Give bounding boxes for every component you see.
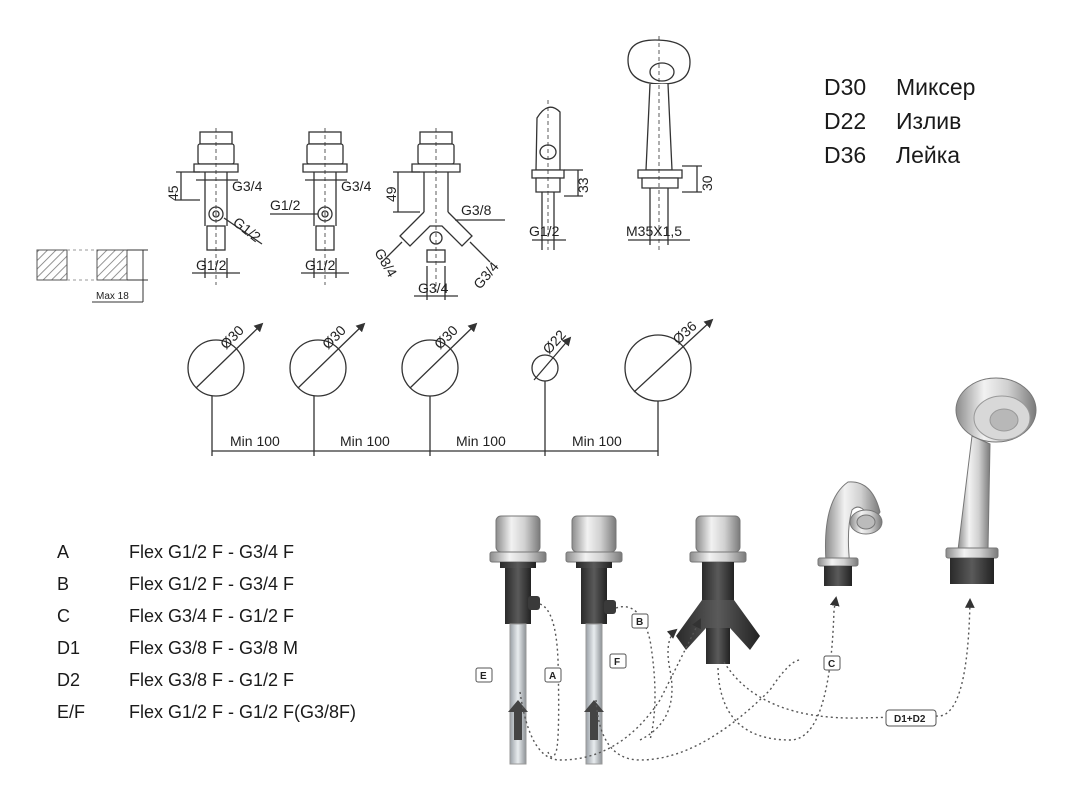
hose-code: D1	[57, 638, 81, 658]
tag-c: C	[828, 659, 835, 670]
hose-legend: A Flex G1/2 F - G3/4 F B Flex G1/2 F - G3/…	[57, 536, 356, 728]
valve-2-g34: G3/4	[341, 178, 372, 194]
flow-tags: E A F B C D1+D2	[475, 613, 937, 727]
valve-1-h45: 45	[165, 185, 181, 201]
hose-row: D2 Flex G3/8 F - G1/2 F	[57, 664, 356, 696]
component-shower-photo	[945, 377, 1037, 584]
mixer-g38: G3/8	[461, 202, 492, 218]
hose-code: B	[57, 574, 70, 594]
mixer-valve-drawing	[381, 128, 505, 300]
valve-1-g12-bottom: G1/2	[196, 257, 227, 273]
component-spout-photo	[817, 481, 883, 586]
shower-h30: 30	[699, 175, 715, 191]
hole-1-d30: Ø30	[217, 322, 247, 352]
min100-2: Min 100	[340, 433, 390, 449]
hole-5-d36: Ø36	[669, 317, 700, 347]
deck-section: Max 18	[36, 249, 148, 303]
valve-1-g12-side: G1/2	[230, 214, 264, 245]
hose-desc: Flex G3/4 F - G1/2 F	[129, 606, 295, 626]
mixer-g34-right: G3/4	[470, 258, 502, 292]
flow-c	[717, 596, 840, 741]
flow-b2	[639, 628, 678, 741]
legend-name: Миксер	[896, 74, 976, 100]
hole-3-d30: Ø30	[431, 322, 461, 352]
mixer-g34-bottom: G3/4	[418, 280, 449, 296]
flow-a	[539, 603, 560, 758]
tag-a: A	[549, 671, 556, 682]
hose-row: D1 Flex G3/8 F - G3/8 M	[57, 632, 356, 664]
max18-label: Max 18	[96, 291, 129, 302]
component-legend: D30 Миксер D22 Излив D36 Лейка	[824, 70, 975, 172]
hose-code: E/F	[57, 702, 86, 722]
valve-1-drawing	[176, 128, 263, 285]
component-valve-1-photo	[489, 515, 547, 765]
flow-d1d2	[723, 598, 975, 719]
flow-b	[615, 606, 656, 741]
min100-4: Min 100	[572, 433, 622, 449]
legend-row: D22 Излив	[824, 104, 975, 138]
min100-3: Min 100	[456, 433, 506, 449]
flow-lines	[519, 596, 975, 761]
legend-name: Излив	[896, 108, 962, 134]
spout-h33: 33	[575, 177, 591, 193]
component-valve-2-photo	[565, 515, 623, 765]
hose-desc: Flex G1/2 F - G1/2 F(G3/8F)	[129, 702, 357, 722]
tag-d1d2: D1+D2	[894, 714, 926, 725]
hose-desc: Flex G1/2 F - G3/4 F	[129, 542, 295, 562]
valve-2-g12-side: G1/2	[270, 197, 301, 213]
hose-row: C Flex G3/4 F - G1/2 F	[57, 600, 356, 632]
valve-2-drawing	[270, 128, 349, 285]
shower-m35: M35X1,5	[626, 223, 682, 239]
shower-drawing	[627, 36, 702, 250]
spout-g12: G1/2	[529, 223, 560, 239]
valve-2-g12-bottom: G1/2	[305, 257, 336, 273]
mixer-h49: 49	[383, 186, 399, 202]
valve-1-g34: G3/4	[232, 178, 263, 194]
hose-row: E/F Flex G1/2 F - G1/2 F(G3/8F)	[57, 696, 356, 728]
component-mixer-photo	[676, 515, 760, 664]
hose-row: A Flex G1/2 F - G3/4 F	[57, 536, 356, 568]
legend-row: D30 Миксер	[824, 70, 975, 104]
tag-e: E	[480, 671, 487, 682]
flow-f	[595, 659, 801, 761]
tag-b: B	[636, 617, 643, 628]
spout-drawing	[531, 100, 583, 250]
hose-row: B Flex G1/2 F - G3/4 F	[57, 568, 356, 600]
hose-code: A	[57, 542, 70, 562]
hose-desc: Flex G3/8 F - G3/8 M	[129, 638, 299, 658]
hose-code: D2	[57, 670, 81, 690]
hose-desc: Flex G3/8 F - G1/2 F	[129, 670, 295, 690]
legend-code: D22	[824, 108, 867, 134]
hole-4-d22: Ø22	[539, 326, 569, 357]
legend-row: D36 Лейка	[824, 138, 975, 172]
hole-circles	[187, 318, 714, 456]
legend-name: Лейка	[896, 142, 961, 168]
mixer-g34-left: G3/4	[371, 246, 400, 280]
legend-code: D30	[824, 74, 867, 100]
hose-desc: Flex G1/2 F - G3/4 F	[129, 574, 295, 594]
legend-code: D36	[824, 142, 867, 168]
tag-f: F	[614, 657, 620, 668]
min100-1: Min 100	[230, 433, 280, 449]
hose-code: C	[57, 606, 70, 626]
hole-2-d30: Ø30	[319, 322, 349, 352]
flow-e	[519, 618, 701, 761]
